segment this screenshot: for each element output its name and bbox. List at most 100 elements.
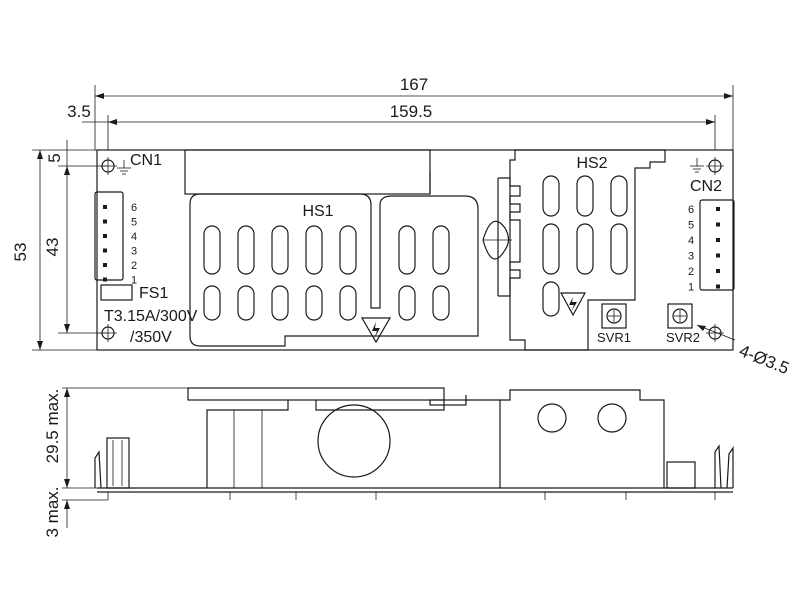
dimension-overall-length	[94, 85, 734, 150]
dim-53-label: 53	[11, 243, 30, 262]
side-bracket-left	[94, 450, 102, 489]
dim-29-5-max-label: 29.5 max.	[43, 389, 62, 464]
svr2-label: SVR2	[666, 330, 700, 345]
cn2-pin-label: 6	[688, 204, 694, 216]
cn2-pin-group: 6 5 4 3 2 1	[688, 204, 720, 294]
dimension-height-overall	[32, 149, 97, 351]
fs1-label: FS1	[139, 285, 168, 302]
hs1-slot	[305, 225, 323, 275]
hs2-warning-icon	[559, 292, 587, 317]
side-hs2-hole-1	[537, 403, 567, 433]
mounting-hole-tr	[706, 157, 724, 175]
fs1-fuse	[100, 284, 133, 301]
dim-167-label: 167	[400, 75, 428, 94]
hs1-heatsink	[184, 149, 479, 347]
side-cn1	[106, 437, 130, 489]
side-cn2	[666, 461, 696, 489]
dim-5-label: 5	[45, 153, 64, 162]
side-bracket-right	[714, 444, 722, 489]
dim-3-max-label: 3 max.	[43, 486, 62, 537]
cn1-pin-label: 2	[131, 260, 137, 272]
side-hs2	[500, 389, 665, 488]
cn2-pin-label: 2	[688, 266, 694, 278]
cn2-connector	[699, 199, 735, 291]
hs2-label: HS2	[576, 155, 607, 172]
cn1-pin	[103, 205, 107, 209]
cn2-pin-label: 1	[688, 282, 694, 294]
cn2-pin-label: 4	[688, 235, 694, 247]
hs2-slot	[576, 175, 594, 217]
ground-icon-cn1	[117, 160, 131, 175]
hs2-slot	[576, 223, 594, 275]
fuse-rating-line1: T3.15A/300V	[104, 308, 198, 325]
hs1-slot	[237, 285, 255, 321]
hs2-slot	[542, 175, 560, 217]
cn2-pin	[716, 284, 720, 289]
hs1-slot	[305, 285, 323, 321]
hs1-slot	[339, 225, 357, 275]
hs1-slot	[271, 285, 289, 321]
side-capacitor	[317, 404, 391, 478]
side-view	[94, 387, 734, 500]
hs1-slot	[398, 225, 416, 275]
side-hs1-plate	[187, 387, 445, 401]
cn1-pin-label: 5	[131, 217, 137, 229]
hole-callout-label: 4-Ø3.5	[737, 341, 792, 378]
hs1-slot	[271, 225, 289, 275]
dimension-height-holes	[58, 140, 108, 334]
cn1-pin-label: 1	[131, 275, 137, 287]
svr1-trimmer	[601, 303, 627, 329]
svr2-trimmer	[667, 303, 693, 329]
hs2-slot	[610, 175, 628, 217]
hs1-slot	[432, 225, 450, 275]
cn1-pin	[103, 234, 107, 238]
dim-3-5-label: 3.5	[67, 102, 91, 121]
cn2-pin-label: 5	[688, 220, 694, 232]
cn1-pin	[103, 277, 107, 282]
fuse-rating-line2: /350V	[130, 329, 172, 346]
cn2-pin	[716, 238, 720, 242]
hs1-slot	[398, 285, 416, 321]
cn1-connector	[94, 191, 124, 281]
cn2-pin	[716, 207, 720, 211]
mounting-holes	[99, 157, 724, 342]
hs1-warning-icon	[360, 317, 392, 344]
cn2-pin	[716, 253, 720, 258]
hs1-slot	[339, 285, 357, 321]
cn1-pin	[103, 263, 107, 267]
cn1-pin-label: 4	[131, 231, 137, 243]
hs2-slot	[542, 281, 560, 317]
hs1-slots	[203, 225, 450, 321]
hole-callout-leader	[696, 324, 736, 341]
dim-159-5-label: 159.5	[390, 102, 433, 121]
mounting-hole-tl	[99, 157, 117, 175]
hs1-slot	[432, 285, 450, 321]
dim-43-label: 43	[43, 238, 62, 257]
hs1-slot	[237, 225, 255, 275]
dimension-side-height	[62, 387, 188, 528]
side-hs1-clip	[429, 399, 467, 406]
cn1-pin	[103, 219, 107, 224]
side-hs2-hole-2	[597, 403, 627, 433]
hs2-heatsink	[509, 149, 666, 351]
hs2-slot	[542, 223, 560, 275]
mounting-hole-br	[706, 324, 724, 342]
svr1-label: SVR1	[597, 330, 631, 345]
cn2-pin	[716, 222, 720, 227]
cn1-pin	[103, 248, 107, 253]
hs1-slot	[203, 285, 221, 321]
hs1-label: HS1	[302, 203, 333, 220]
cn2-pin	[716, 269, 720, 273]
ground-icon-cn2	[690, 158, 704, 173]
mounting-hole-bl	[99, 324, 117, 342]
transformer-outline	[429, 172, 521, 297]
hs1-slot	[203, 225, 221, 275]
cn1-label: CN1	[130, 152, 162, 169]
dimension-hole-spacing	[82, 115, 716, 150]
cn2-pin-label: 3	[688, 251, 694, 263]
cn1-pin-label: 6	[131, 202, 137, 214]
hs2-slots	[542, 175, 628, 317]
